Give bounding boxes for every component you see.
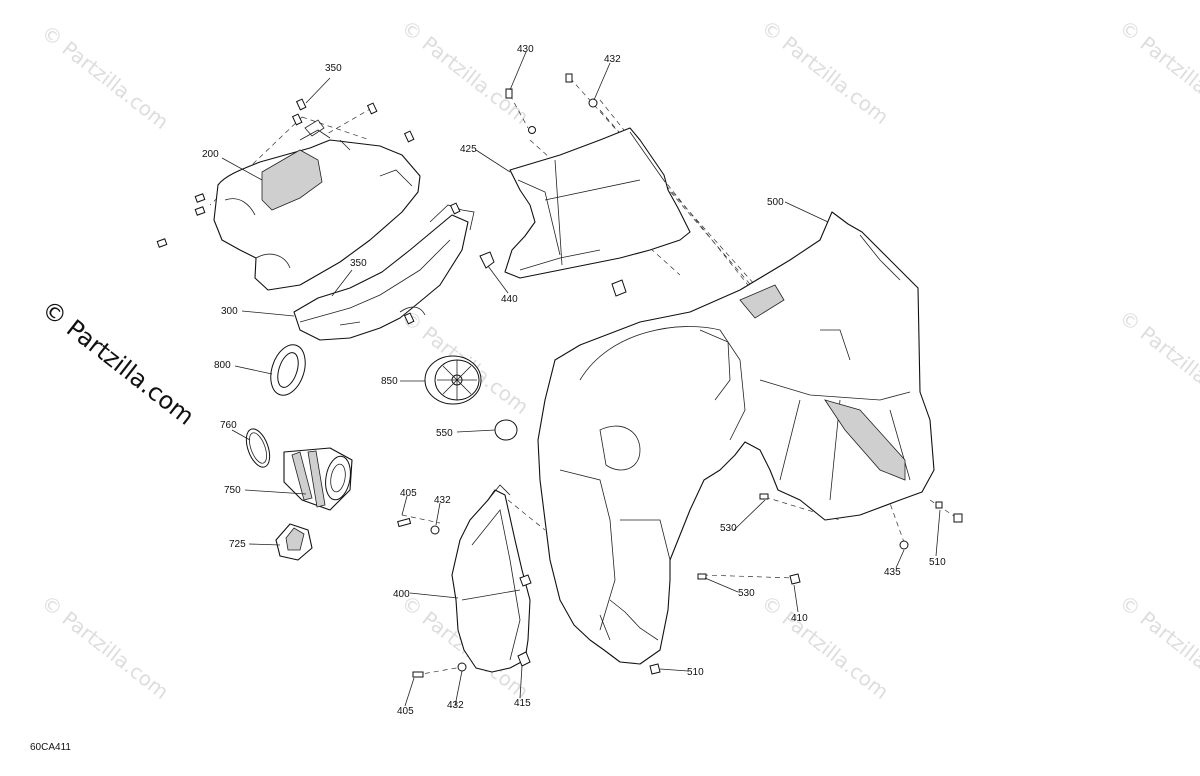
callout-725: 725 (229, 539, 246, 550)
callout-300: 300 (221, 306, 238, 317)
part-550-cap (494, 419, 518, 441)
callout-432: 432 (447, 700, 464, 711)
watermark: © Partzilla.com (37, 590, 173, 704)
brand-text: © Partzilla.com (36, 295, 199, 431)
callout-500: 500 (767, 197, 784, 208)
callout-400: 400 (393, 589, 410, 600)
part-750-boot (283, 447, 353, 511)
callout-410: 410 (791, 613, 808, 624)
callout-432: 432 (604, 54, 621, 65)
callout-550: 550 (436, 428, 453, 439)
callout-430: 430 (517, 44, 534, 55)
part-200-air-duct (213, 119, 421, 291)
part-850-grill (424, 355, 482, 405)
callout-350: 350 (325, 63, 342, 74)
callout-432: 432 (434, 495, 451, 506)
callout-530: 530 (720, 523, 737, 534)
callout-750: 750 (224, 485, 241, 496)
callouts: 350 200 350 300 800 760 750 725 850 550 … (202, 44, 946, 717)
callout-530: 530 (738, 588, 755, 599)
callout-440: 440 (501, 294, 518, 305)
callout-760: 760 (220, 420, 237, 431)
leader-lines (221, 51, 941, 707)
watermark: © Partzilla.com (757, 15, 893, 129)
watermark: © Partzilla.com (757, 590, 893, 704)
callout-200: 200 (202, 149, 219, 160)
watermark: © Partzilla.com (1115, 305, 1200, 419)
part-500-main-panel (537, 211, 935, 665)
watermark: © Partzilla.com (1115, 590, 1200, 704)
hardware (156, 73, 963, 678)
part-425-panel (504, 127, 691, 279)
watermark: © Partzilla.com (397, 15, 533, 129)
callout-850: 850 (381, 376, 398, 387)
callout-510: 510 (929, 557, 946, 568)
callout-800: 800 (214, 360, 231, 371)
diagram-ref-code: 60CA411 (30, 742, 71, 753)
callout-415: 415 (514, 698, 531, 709)
callout-350: 350 (350, 258, 367, 269)
callout-405: 405 (397, 706, 414, 717)
part-400-cover (451, 484, 531, 673)
callout-405: 405 (400, 488, 417, 499)
callout-425: 425 (460, 144, 477, 155)
watermark: © Partzilla.com (1115, 15, 1200, 129)
part-760-clamp (245, 428, 271, 468)
part-725-grommet (275, 523, 313, 561)
watermark: © Partzilla.com (37, 20, 173, 134)
part-800-gasket (270, 344, 306, 396)
callout-510: 510 (687, 667, 704, 678)
part-300-lower-duct (293, 204, 475, 341)
callout-435: 435 (884, 567, 901, 578)
